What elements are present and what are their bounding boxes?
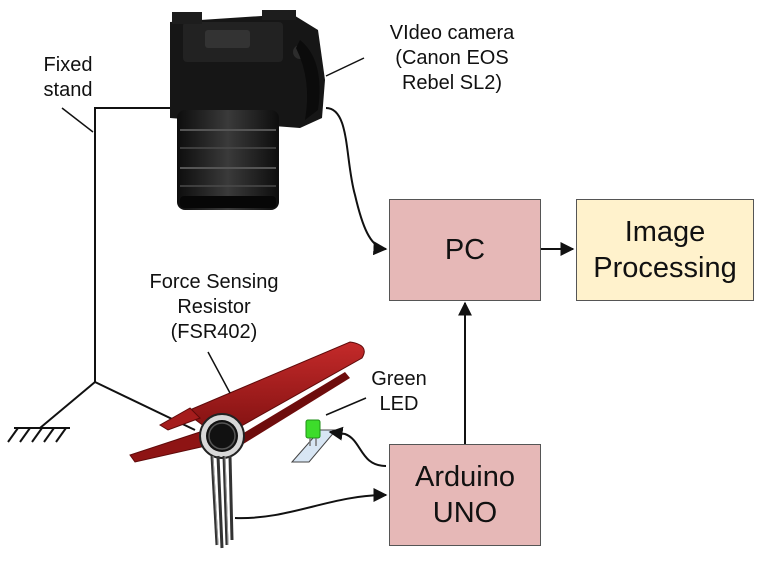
camera-label: VIdeo camera (Canon EOS Rebel SL2) — [372, 21, 532, 96]
green-led-icon — [290, 419, 338, 463]
camera-icon — [170, 10, 325, 210]
camera-pointer — [325, 57, 365, 77]
fsr-label-line1: Force Sensing — [149, 271, 279, 293]
pc-box: PC — [389, 199, 541, 301]
fsr-label-line2: Resistor — [177, 296, 251, 318]
camera-label-line3: Rebel SL2) — [401, 72, 503, 94]
camera-label-line1: VIdeo camera — [389, 22, 515, 44]
image-processing-box: Image Processing — [576, 199, 754, 301]
arduino-box: Arduino UNO — [389, 444, 541, 546]
fsr-to-arduino-arrow — [234, 488, 388, 520]
fsr-label: Force Sensing Resistor (FSR402) — [128, 270, 300, 345]
image-processing-label-line1: Image — [624, 216, 706, 248]
led-label-line2: LED — [379, 393, 419, 415]
stand-pointer — [61, 107, 94, 133]
camera-to-pc-arrow — [325, 107, 388, 256]
led-pointer — [325, 397, 367, 416]
arduino-to-led-arrow — [328, 426, 387, 467]
fixed-stand — [39, 107, 196, 431]
stand-label-line2: stand — [43, 79, 93, 101]
image-processing-label-line2: Processing — [593, 252, 737, 284]
pc-label: PC — [444, 234, 486, 266]
fsr-label-line3: (FSR402) — [170, 321, 258, 343]
ground-icon — [7, 427, 70, 443]
tweezers-icon — [129, 341, 365, 549]
arduino-label-line1: Arduino — [415, 461, 515, 493]
camera-label-line2: (Canon EOS — [395, 47, 509, 69]
stand-label-line1: Fixed — [43, 54, 93, 76]
led-label-line1: Green — [371, 368, 427, 390]
stand-label: Fixed stand — [30, 53, 106, 103]
arduino-label-line2: UNO — [432, 497, 498, 529]
led-label: Green LED — [356, 367, 442, 417]
fsr-pointer — [207, 351, 231, 394]
